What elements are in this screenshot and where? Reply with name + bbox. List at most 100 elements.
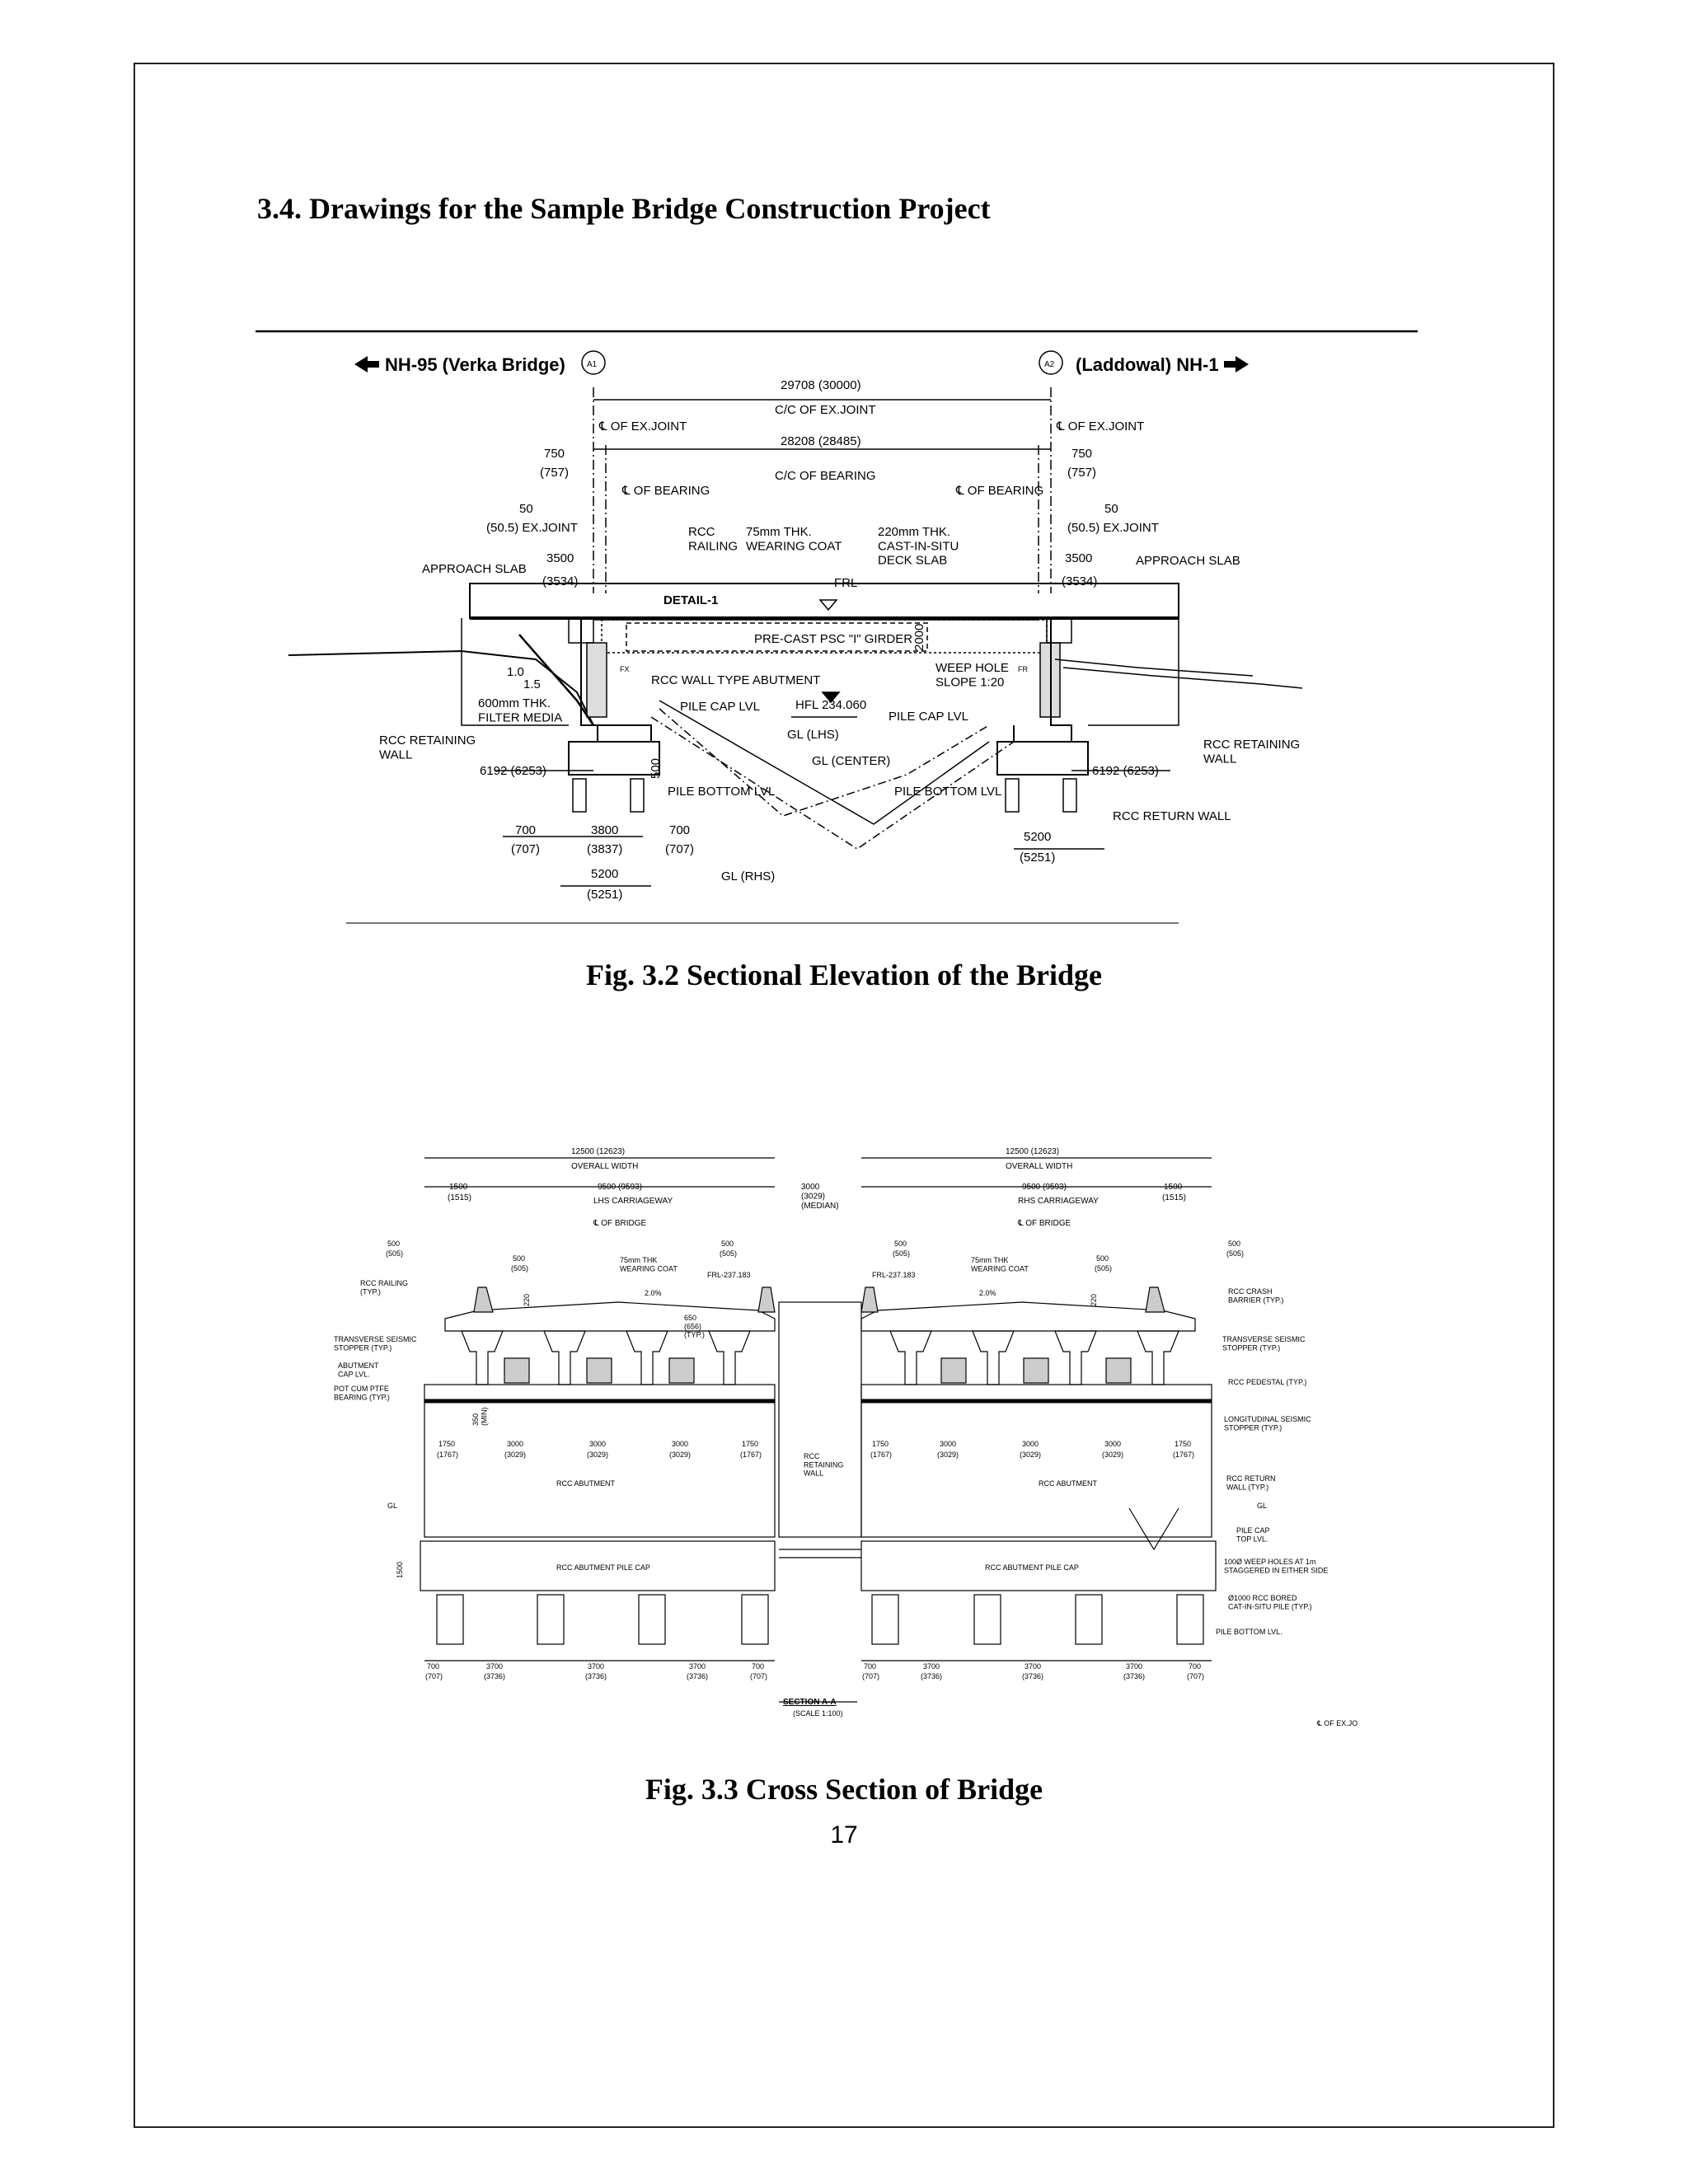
fr-label: FR (1018, 665, 1028, 673)
page-number: 17 (830, 1821, 858, 1849)
dim-3700-r2: 3700 (1025, 1662, 1041, 1671)
dim-5200-left: 5200 (591, 867, 618, 881)
a1-label: A1 (587, 360, 598, 369)
dim-1767-mid-left: (1767) (740, 1451, 762, 1459)
dim-505-edge-left: (505) (386, 1249, 403, 1258)
dim-500-edge-left: 500 (387, 1240, 400, 1248)
frl-left: FRL-237.183 (707, 1271, 751, 1279)
dim-1750-mid-right: 1750 (872, 1440, 889, 1448)
gl-right-label: GL (1257, 1502, 1267, 1510)
dim-3029-r2: (3029) (1020, 1451, 1041, 1459)
dim-500-med-right: 500 (894, 1240, 907, 1248)
dim-3029-r3: (3029) (1102, 1451, 1123, 1459)
dim-3000-r2: 3000 (1022, 1440, 1039, 1448)
dim-750-right: 750 (1071, 447, 1092, 461)
dim-500: 500 (649, 758, 663, 779)
dim-3736-r2: (3736) (1022, 1672, 1043, 1680)
dim-3000-r1: 3000 (940, 1440, 956, 1448)
filter-label: 600mm THK.FILTER MEDIA (478, 696, 562, 724)
dim-707-a: (707) (425, 1672, 443, 1680)
span-bearing: 28208 (28485) (781, 434, 861, 448)
dim-1500-right: 1500 (1164, 1183, 1183, 1192)
a2-marker (1039, 350, 1063, 375)
dim-500-edge-right: 500 (1228, 1240, 1240, 1248)
dim-1515-right: (1515) (1162, 1193, 1186, 1202)
dim-50-left: 50 (519, 502, 533, 516)
dim-3700-l1: 3700 (486, 1662, 503, 1671)
cl-bearing-right: ℄ OF BEARING (955, 484, 1043, 498)
dim-3029-r1: (3029) (937, 1451, 959, 1459)
cl-exjoint-left: ℄ OF EX.JOINT (598, 419, 687, 434)
dim-6192-left: 6192 (6253) (480, 764, 546, 778)
dim-3000-r3: 3000 (1104, 1440, 1121, 1448)
abutment-label: RCC WALL TYPE ABUTMENT (651, 673, 820, 687)
dim-220-right: 220 (1090, 1294, 1098, 1306)
dim-707-mid: (707) (665, 842, 694, 856)
dim-505-inner-left: (505) (511, 1264, 528, 1272)
dim-707-d: (707) (1187, 1672, 1204, 1680)
dim-700-mid: 700 (669, 823, 690, 837)
corner-note: ℄ OF EX.JO (1316, 1719, 1357, 1727)
dim-3837: (3837) (587, 842, 622, 856)
dim-500-inner-right: 500 (1096, 1254, 1109, 1263)
span-total-label: C/C OF EX.JOINT (775, 403, 876, 417)
dim-700-d: 700 (1189, 1662, 1201, 1671)
frl-right: FRL-237.183 (872, 1271, 916, 1279)
exjoint-50-left: (50.5) EX.JOINT (486, 521, 578, 535)
approach-slab-right: APPROACH SLAB (1136, 554, 1240, 568)
dim-1500-vertical: 1500 (396, 1562, 404, 1578)
pile-bottom-right: PILE BOTTOM LVL (894, 785, 1001, 799)
dim-505-med-right: (505) (893, 1249, 910, 1258)
pedestal-label: RCC PEDESTAL (TYP.) (1228, 1378, 1306, 1386)
dim-3700-l3: 3700 (689, 1662, 706, 1671)
dim-750-left: 750 (544, 447, 565, 461)
dim-3534-right: (3534) (1062, 574, 1097, 588)
dim-3736-l3: (3736) (687, 1672, 708, 1680)
dim-1750-mid-left: 1750 (742, 1440, 758, 1448)
dim-220-left: 220 (523, 1294, 531, 1306)
dim-650: 650(656)(TYP.) (684, 1314, 705, 1339)
dim-3000-l1: 3000 (507, 1440, 523, 1448)
dim-3029-l3: (3029) (669, 1451, 691, 1459)
dim-3500-left: 3500 (546, 551, 574, 565)
cl-bearing-left: ℄ OF BEARING (621, 484, 710, 498)
abutment-left-label: RCC ABUTMENT (556, 1479, 616, 1488)
dim-3500-right: 3500 (1065, 551, 1092, 565)
dim-505-inner-right: (505) (1095, 1264, 1112, 1272)
detail-1-label: DETAIL-1 (663, 593, 718, 607)
wearing-coat-label: 75mm THK.WEARING COAT (746, 525, 842, 553)
dim-1500-left: 1500 (449, 1183, 468, 1192)
rcc-railing-label: RCC RAILING(TYP.) (360, 1279, 408, 1296)
dim-1750-right: 1750 (1175, 1440, 1191, 1448)
dim-3029-l2: (3029) (587, 1451, 608, 1459)
slope-left: 2.0% (645, 1289, 662, 1297)
overall-label-right: OVERALL WIDTH (1006, 1162, 1072, 1171)
span-bearing-label: C/C OF BEARING (775, 469, 876, 483)
dim-3700-r3: 3700 (1126, 1662, 1142, 1671)
dim-1767-right: (1767) (1173, 1451, 1194, 1459)
approach-slab-left: APPROACH SLAB (422, 562, 527, 576)
pile-cap-left-label: RCC ABUTMENT PILE CAP (556, 1563, 650, 1572)
dim-3700-l2: 3700 (588, 1662, 604, 1671)
dim-1515-left: (1515) (448, 1193, 471, 1202)
dim-3029-l1: (3029) (504, 1451, 526, 1459)
dim-1767-left: (1767) (437, 1451, 458, 1459)
dim-707-left: (707) (511, 842, 540, 856)
sectional-elevation-drawing: NH-95 (Verka Bridge) (Laddowal) NH-1 A1 … (256, 330, 1418, 924)
dim-5251-right: (5251) (1020, 851, 1055, 865)
dim-3000-l3: 3000 (672, 1440, 688, 1448)
cl-exjoint-right: ℄ OF EX.JOINT (1056, 419, 1144, 434)
dim-500-inner-left: 500 (513, 1254, 525, 1263)
dim-5200-right: 5200 (1024, 830, 1051, 844)
overall-width-left: 12500 (12623) (571, 1147, 625, 1156)
right-road-label: (Laddowal) NH-1 (1076, 354, 1219, 375)
